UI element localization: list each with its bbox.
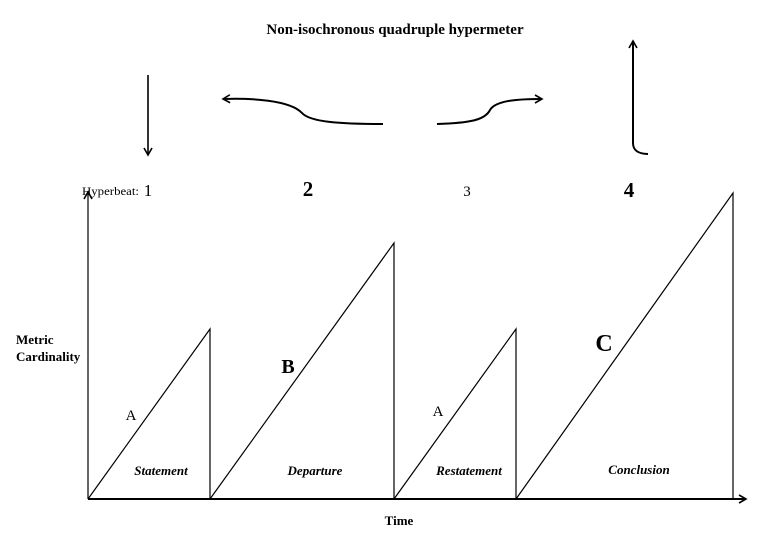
hyperbeat-3: 3 <box>463 184 471 200</box>
hyperbeat-4: 4 <box>624 178 635 202</box>
up-arrow-icon <box>628 39 649 155</box>
section-name-departure: Departure <box>287 463 343 478</box>
section-triangle-conclusion <box>515 191 734 500</box>
x-axis-label: Time <box>385 513 414 528</box>
hyperbeat-1: 1 <box>144 181 153 200</box>
section-letter-a1: A <box>126 408 137 424</box>
hyperbeat-2: 2 <box>303 177 314 201</box>
section-triangle-departure <box>209 241 395 500</box>
right-curve-arrow-icon <box>436 94 544 125</box>
left-curve-arrow-icon <box>221 94 384 125</box>
section-triangle-restatement <box>393 327 517 500</box>
y-axis-label-line2: Cardinality <box>16 349 81 364</box>
section-triangle-statement <box>87 327 211 500</box>
section-letter-b: B <box>281 356 294 378</box>
section-name-conclusion: Conclusion <box>608 462 669 477</box>
section-name-statement: Statement <box>134 463 188 478</box>
hyperbeat-label: Hyperbeat: <box>82 184 139 198</box>
y-axis-label-line1: Metric <box>16 332 54 347</box>
section-letter-c: C <box>595 331 612 357</box>
section-letter-a2: A <box>433 404 444 420</box>
section-name-restatement: Restatement <box>435 463 502 478</box>
diagram-title: Non-isochronous quadruple hypermeter <box>266 22 524 38</box>
